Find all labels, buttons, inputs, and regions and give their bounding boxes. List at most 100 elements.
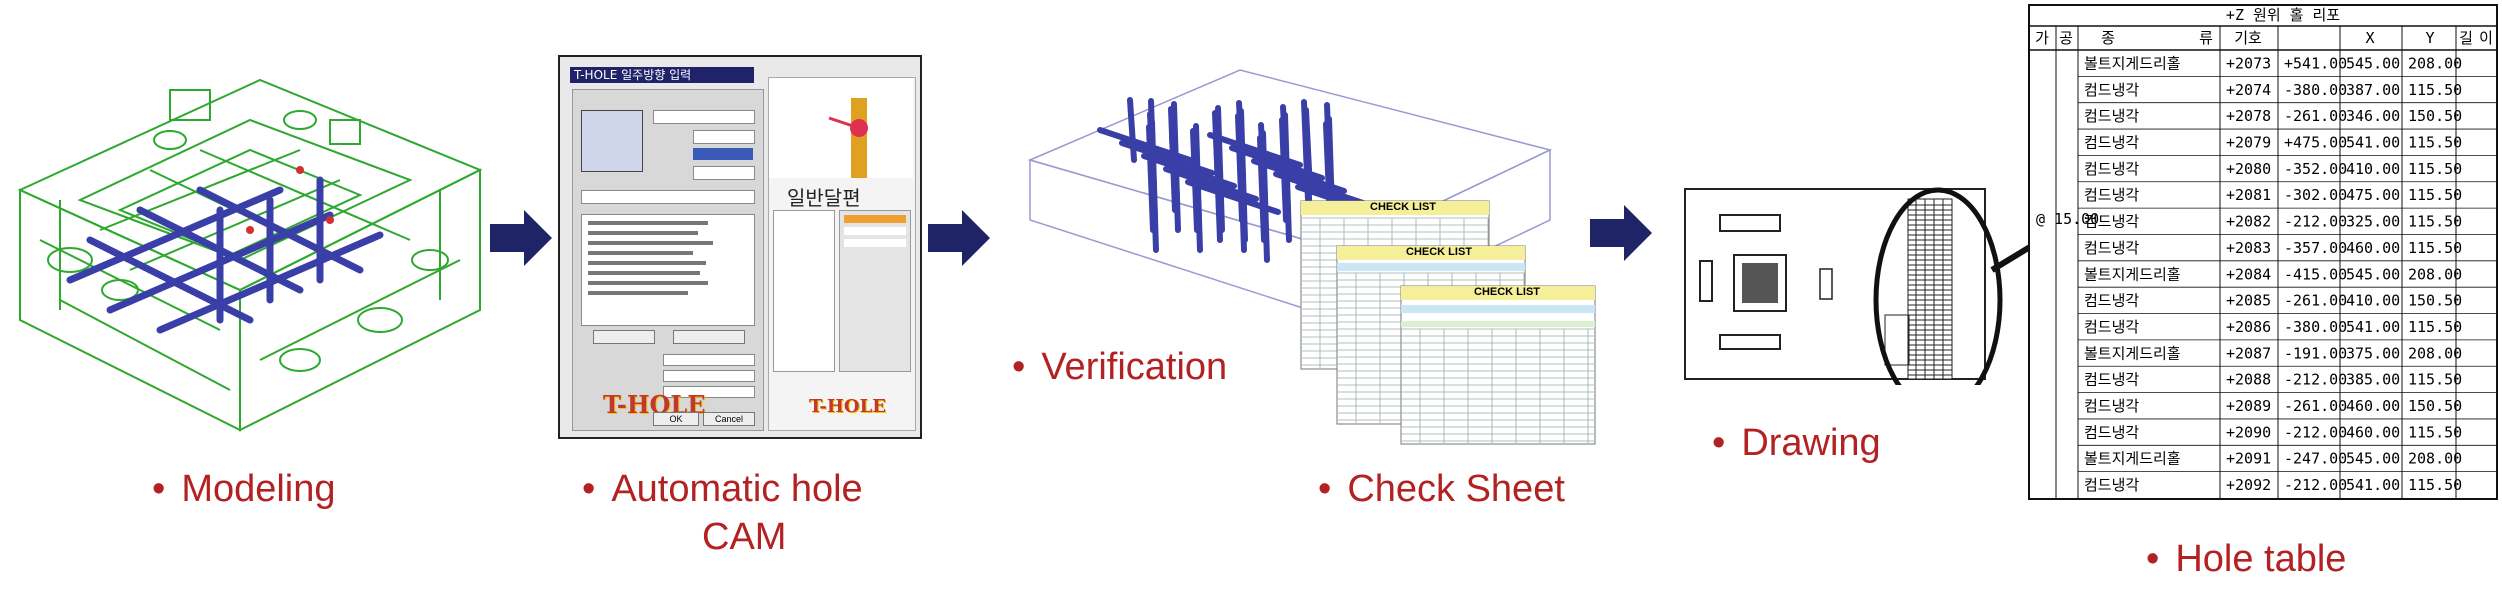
- hole-table-cell: 208.00: [2408, 54, 2462, 72]
- horizontal-pipe: [1097, 127, 1193, 163]
- hole-table-cell: +541.00: [2284, 54, 2347, 72]
- date-field[interactable]: [663, 370, 755, 382]
- hole-table-cell: +2082: [2226, 213, 2271, 231]
- hole-table-cell: -415.00: [2284, 265, 2347, 283]
- hole-table-cell: 346.00: [2346, 107, 2400, 125]
- hole-table-cell: +475.00: [2284, 134, 2347, 152]
- face-options[interactable]: [839, 210, 911, 372]
- drawing-label: •Drawing: [1712, 422, 1881, 464]
- check-sheet-stack: CHECK LIST CHECK LIST CHECK LIST: [1300, 200, 1600, 450]
- drawing-view: [1684, 187, 2003, 385]
- check-sheet-title-middle: CHECK LIST: [1406, 246, 1472, 258]
- hole-table-cell: 컴드냉각: [2084, 134, 2139, 152]
- hole-table-header: 류: [2199, 29, 2213, 47]
- horizontal-pipe: [1185, 179, 1281, 215]
- hole-table-cell: 115.50: [2408, 239, 2462, 257]
- hole-table-cell: 볼트지게드리홀: [2084, 265, 2181, 283]
- material-select[interactable]: [693, 148, 753, 160]
- verification-label: •Verification: [1012, 346, 1228, 388]
- horizontal-pipe: [1273, 171, 1369, 207]
- cam-dialog-left-pane: T-HOLE OK Cancel: [572, 89, 764, 431]
- hole-table-cell: 545.00: [2346, 54, 2400, 72]
- check-sheet-label: •Check Sheet: [1318, 468, 1565, 510]
- edit-button[interactable]: [593, 330, 655, 344]
- hole-table-cell: -247.00: [2284, 450, 2347, 468]
- tool-tree[interactable]: [773, 210, 835, 372]
- direction-selector[interactable]: [581, 110, 643, 172]
- hole-table-cell: +2087: [2226, 344, 2271, 362]
- cancel-button[interactable]: Cancel: [703, 412, 755, 426]
- arrow-right-icon: [928, 210, 990, 266]
- ok-button[interactable]: OK: [653, 412, 699, 426]
- tool-preview-image: [769, 78, 913, 178]
- hole-table-label: •Hole table: [2146, 538, 2347, 580]
- hole-table-cell: +2084: [2226, 265, 2271, 283]
- drawing-table-block: [1884, 314, 1910, 366]
- hole-table-cell: 115.50: [2408, 134, 2462, 152]
- hole-table-cell: 115.50: [2408, 160, 2462, 178]
- hole-table-cell: +2079: [2226, 134, 2271, 152]
- check-sheet-title-front: CHECK LIST: [1474, 286, 1540, 298]
- hole-table-cell: +2074: [2226, 81, 2271, 99]
- hole-table-cell: 545.00: [2346, 450, 2400, 468]
- hole-table-cell: +2081: [2226, 186, 2271, 204]
- hole-table-cell: +2085: [2226, 292, 2271, 310]
- hole-table-cell: 볼트지게드리홀: [2084, 54, 2181, 72]
- cam-dialog-title: T-HOLE 일주방향 입력: [570, 67, 754, 83]
- hole-table-cell: +2080: [2226, 160, 2271, 178]
- hole-table-cell: 150.50: [2408, 107, 2462, 125]
- hole-table-cell: +2089: [2226, 397, 2271, 415]
- vertical-pipe: [1127, 97, 1137, 163]
- check-sheet-title-back: CHECK LIST: [1370, 201, 1436, 213]
- name-field[interactable]: [653, 110, 755, 124]
- number-field[interactable]: [663, 386, 755, 398]
- hole-list-box[interactable]: [581, 214, 755, 326]
- hole-table-cell: 541.00: [2346, 476, 2400, 494]
- hole-table-header: 길: [2459, 29, 2473, 47]
- hole-table-cell: 208.00: [2408, 265, 2462, 283]
- hole-table-cell: 컴드냉각: [2084, 292, 2139, 310]
- cam-tool-pane: 일반달편 T-HOLE: [768, 77, 916, 431]
- hole-table-cell: -352.00: [2284, 160, 2347, 178]
- hole-table-cell: 컴드냉각: [2084, 423, 2139, 441]
- hole-table-header: 가: [2035, 29, 2049, 47]
- value-field[interactable]: [693, 166, 755, 180]
- hole-table-group-label: @ 15.00: [2036, 210, 2099, 228]
- hole-table-cell: -302.00: [2284, 186, 2347, 204]
- hole-table-cell: 컴드냉각: [2084, 371, 2139, 389]
- hole-table-cell: -261.00: [2284, 107, 2347, 125]
- hole-table-cell: 볼트지게드리홀: [2084, 450, 2181, 468]
- hole-table-cell: 115.50: [2408, 476, 2462, 494]
- coord-field[interactable]: [581, 190, 755, 204]
- hole-table-cell: 컴드냉각: [2084, 160, 2139, 178]
- hole-table-cell: +2073: [2226, 54, 2271, 72]
- hole-table-cell: 541.00: [2346, 318, 2400, 336]
- hole-table-cell: 150.50: [2408, 292, 2462, 310]
- modeling-wireframe: [17, 78, 483, 432]
- hole-table-cell: 460.00: [2346, 239, 2400, 257]
- hole-table-header: 공: [2059, 29, 2073, 47]
- hole-table-cell: 475.00: [2346, 186, 2400, 204]
- check-sheet-front: [1400, 285, 1596, 445]
- tool-title: 일반달편: [787, 186, 861, 210]
- hole-table-header: Y: [2425, 29, 2434, 47]
- hole-table-title: +Z 원위 홀 리포: [2226, 6, 2340, 24]
- hole-table-cell: 150.50: [2408, 397, 2462, 415]
- hole-table-cell: 375.00: [2346, 344, 2400, 362]
- restore-button[interactable]: [673, 330, 745, 344]
- designer-field[interactable]: [663, 354, 755, 366]
- hole-table-cell: +2078: [2226, 107, 2271, 125]
- hole-table-cell: -191.00: [2284, 344, 2347, 362]
- hole-table-cell: -212.00: [2284, 371, 2347, 389]
- modeling-label: •Modeling: [152, 468, 336, 510]
- automatic-hole-cam-label-line2: CAM: [702, 516, 787, 558]
- hole-table-cell: -261.00: [2284, 397, 2347, 415]
- type-select[interactable]: [693, 130, 755, 144]
- hole-table-cell: 115.50: [2408, 423, 2462, 441]
- hole-table-cell: 컴드냉각: [2084, 81, 2139, 99]
- horizontal-pipe: [1251, 158, 1347, 194]
- hole-table-cell: 컴드냉각: [2084, 213, 2139, 231]
- hole-table-header: 이: [2479, 29, 2493, 47]
- arrow-right-icon: [490, 210, 552, 266]
